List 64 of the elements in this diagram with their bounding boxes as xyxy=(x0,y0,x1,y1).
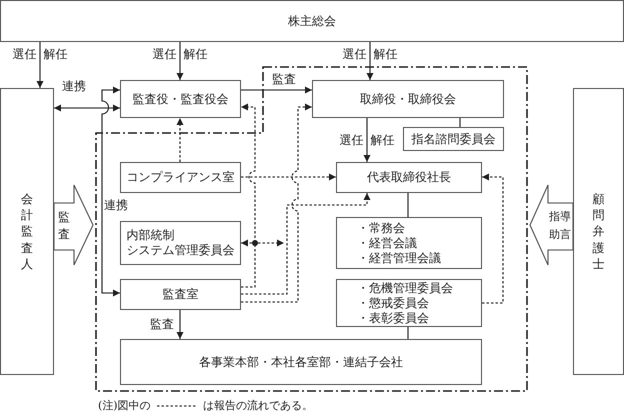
meeting-list-box xyxy=(336,217,482,269)
box-label: 指名諮問委員会 xyxy=(412,132,496,146)
report-arrow xyxy=(241,240,252,246)
edge-label: 監査 xyxy=(58,209,70,243)
office-box xyxy=(120,279,241,310)
edge-label: 監査 xyxy=(150,317,174,331)
list-item: ・表彰委員会 xyxy=(357,310,429,326)
edge-label: 連携 xyxy=(104,198,128,212)
box-label: 内部統制システム管理委員会 xyxy=(126,228,234,258)
assembly-box xyxy=(0,0,624,42)
connector-line xyxy=(407,327,409,339)
edge-label: 選任 解任 xyxy=(12,47,68,61)
report-arrow xyxy=(241,174,336,180)
box-label: 取締役・取締役会 xyxy=(360,92,456,106)
report-arrow xyxy=(176,118,184,162)
edge-label: 連携 xyxy=(62,79,86,93)
block-arrow xyxy=(529,184,574,266)
arrow xyxy=(101,86,120,296)
arrow xyxy=(54,104,120,112)
arrow xyxy=(176,42,184,80)
box-label: 監査役・監査役会 xyxy=(132,92,228,106)
edge-label: 指導助言 xyxy=(549,209,571,243)
list-item: ・懲戒委員会 xyxy=(357,296,429,310)
box-label: 顧問弁護士 xyxy=(592,191,604,272)
report-arrow xyxy=(241,193,370,295)
connector-line xyxy=(407,193,409,217)
lawyer-box xyxy=(573,88,624,375)
arrow xyxy=(36,42,44,88)
committee-list-box xyxy=(336,279,482,327)
auditor-box xyxy=(0,88,54,375)
note-text: は報告の流れである。 xyxy=(203,399,313,413)
report-arrow xyxy=(258,240,284,246)
edge-label: 選任 解任 xyxy=(340,133,394,147)
block-arrow xyxy=(53,184,94,266)
box-label: 各事業本部・本社各室部・連結子会社 xyxy=(199,354,403,370)
box-label: 監査室 xyxy=(162,287,198,302)
arrow xyxy=(364,118,370,162)
box-label: 株主総会 xyxy=(288,14,336,28)
edge-label: 監査 xyxy=(272,72,296,86)
office-box xyxy=(120,162,241,193)
list-item: ・常務会 xyxy=(357,220,405,236)
report-arrow xyxy=(241,104,312,303)
president-box xyxy=(336,162,482,193)
connector-line xyxy=(459,118,461,127)
report-arrow xyxy=(482,174,504,304)
board-box xyxy=(312,80,504,118)
arrow xyxy=(241,86,312,94)
arrow xyxy=(366,42,374,80)
division-box xyxy=(120,339,482,385)
report-arrow xyxy=(241,104,256,288)
list-item: ・経営会議 xyxy=(357,236,417,250)
arrow xyxy=(176,310,184,339)
note-text: (注)図中の xyxy=(98,399,151,413)
list-item: ・経営管理会議 xyxy=(357,250,441,266)
edge-label: 選任 解任 xyxy=(152,47,208,61)
box-label: コンプライアンス室 xyxy=(126,170,234,185)
board-box xyxy=(120,80,241,118)
box-label: 代表取締役社長 xyxy=(367,170,451,185)
box-label: 会計監査人 xyxy=(21,191,33,272)
committee-box xyxy=(403,127,504,151)
edge-label: 選任 解任 xyxy=(342,47,398,61)
committee-box xyxy=(120,221,241,265)
junction-dot xyxy=(252,240,258,246)
list-item: ・危機管理委員会 xyxy=(357,280,453,296)
